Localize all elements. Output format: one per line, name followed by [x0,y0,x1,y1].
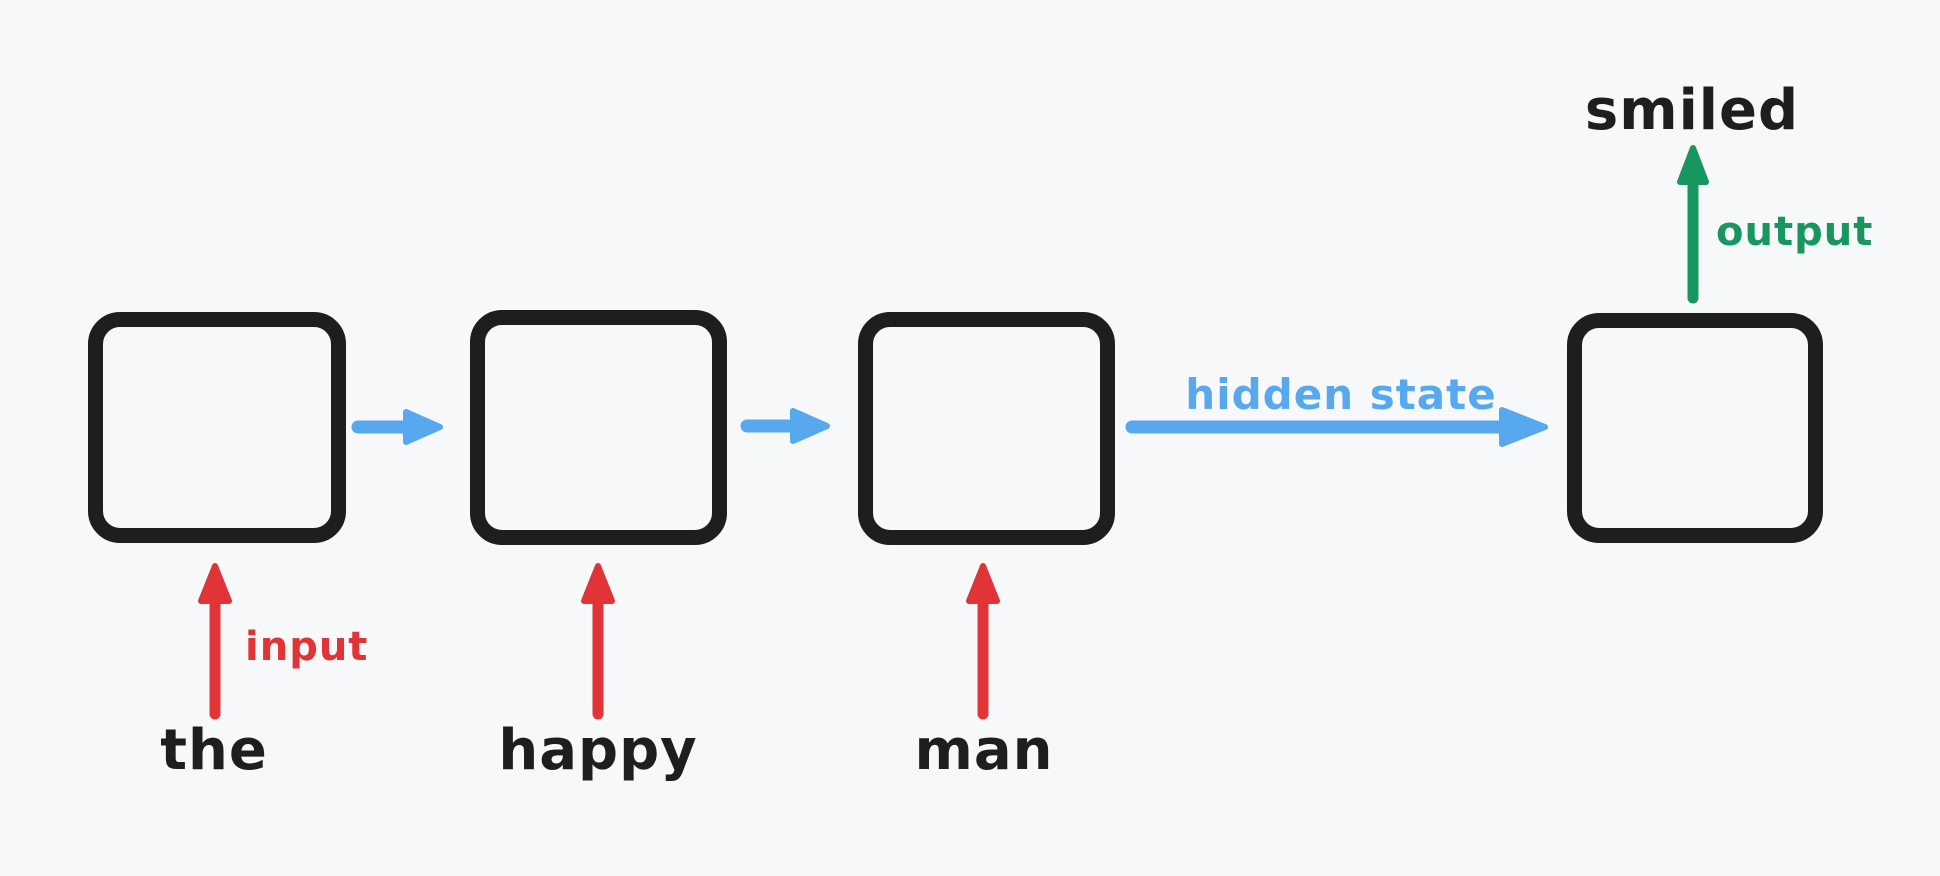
input-arrow-1 [198,563,232,720]
hidden-state-arrow-label: hidden state [1185,370,1497,419]
output-arrow-label: output [1716,209,1874,255]
input-arrow-label: input [245,624,369,670]
input-arrow-3 [966,563,1000,720]
output-word-smiled: smiled [1584,78,1800,143]
rnn-cell-2 [470,310,727,545]
hidden-state-step-arrow-1 [351,409,443,445]
input-word-man: man [914,718,1054,783]
input-arrow-2 [581,563,615,720]
rnn-cell-1 [88,312,346,543]
hidden-state-arrow [1125,407,1548,447]
input-word-happy: happy [498,718,698,783]
output-arrow [1677,145,1709,304]
rnn-cell-3 [858,312,1115,545]
hidden-state-step-arrow-2 [740,408,830,444]
input-word-the: the [160,718,268,783]
rnn-cell-4 [1567,313,1823,543]
